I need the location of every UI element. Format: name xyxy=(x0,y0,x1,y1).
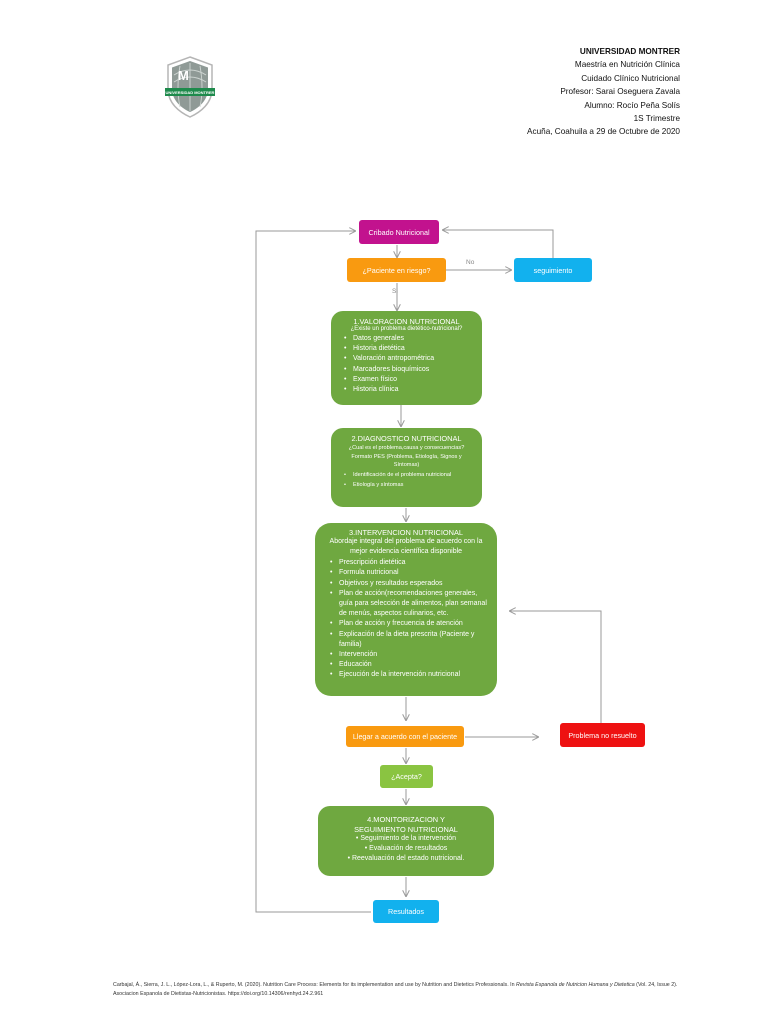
intervention-title: 3.INTERVENCION NUTRICIONAL xyxy=(348,528,464,537)
unresolved-node: Problema no resuelto xyxy=(560,723,645,747)
intervention-node: 3.INTERVENCION NUTRICIONAL Abordaje inte… xyxy=(315,523,497,696)
term: 1S Trimestre xyxy=(633,114,680,124)
monitoring-node: 4.MONITORIZACION Y SEGUIMIENTO NUTRICION… xyxy=(318,806,494,876)
student-name: Alumno: Rocío Peña Solís xyxy=(584,100,680,110)
accept-question-node: ¿Acepta? xyxy=(380,765,433,788)
edge-results-screening xyxy=(255,231,371,913)
agreement-node: Llegar a acuerdo con el paciente xyxy=(346,726,464,747)
intervention-item: Plan de acción y frecuencia de atención xyxy=(330,619,487,629)
diagnosis-subtitle-pes: Formato PES (Problema, Etiología, Signos… xyxy=(351,453,462,469)
edge-unresolved-intervention xyxy=(510,611,602,723)
monitoring-item: • Seguimiento de la intervención xyxy=(355,835,457,843)
monitoring-item: • Evaluación de resultados xyxy=(364,845,448,853)
intervention-item: Educación xyxy=(330,660,487,670)
assessment-item: Examen físico xyxy=(344,375,474,385)
monitoring-item: • Reevaluación del estado nutricional. xyxy=(347,855,465,863)
intervention-item: Formula nutricional xyxy=(330,568,487,578)
assessment-subtitle: ¿Existe un problema dietético-nutriciona… xyxy=(350,326,463,332)
screening-node: Cribado Nutricional xyxy=(359,220,439,244)
assessment-item: Marcadores bioquímicos xyxy=(344,365,474,375)
assessment-item: Valoración antropométrica xyxy=(344,354,474,364)
diagnosis-item: Identificación de el problema nutriciona… xyxy=(344,470,474,480)
intervention-subtitle: Abordaje integral del problema de acuerd… xyxy=(329,538,483,555)
university-name: UNIVERSIDAD MONTRER xyxy=(579,47,680,56)
document-header: UNIVERSIDAD MONTRER Maestría en Nutrició… xyxy=(527,45,680,139)
intervention-item: Prescripción dietética xyxy=(330,558,487,568)
assessment-item: Historia dietética xyxy=(344,344,474,354)
follow-up-node: seguimiento xyxy=(514,258,592,282)
assessment-node: 1.VALORACION NUTRICIONAL ¿Existe un prob… xyxy=(331,311,482,405)
intervention-item: Explicación de la dieta prescrita (Pacie… xyxy=(330,630,487,650)
program-name: Maestría en Nutrición Clínica xyxy=(574,60,680,70)
intervention-item: Ejecución de la intervención nutricional xyxy=(330,670,487,680)
yes-label: Si xyxy=(392,288,398,295)
edge-followup-screening xyxy=(443,230,554,258)
assessment-item: Historia clínica xyxy=(344,385,474,395)
intervention-item: Objetivos y resultados esperados xyxy=(330,579,487,589)
svg-text:UNIVERSIDAD MONTRER: UNIVERSIDAD MONTRER xyxy=(166,90,215,95)
monitoring-title: 4.MONITORIZACION Y SEGUIMIENTO NUTRICION… xyxy=(354,815,458,834)
intervention-item: Intervención xyxy=(330,650,487,660)
place-date: Acuña, Coahuila a 29 de Octubre de 2020 xyxy=(527,127,680,137)
results-node: Resultados xyxy=(373,900,439,923)
svg-text:M: M xyxy=(178,68,189,83)
diagnosis-title: 2.DIAGNOSTICO NUTRICIONAL xyxy=(351,434,462,443)
reference-citation: Carbajal, Á., Sierra, J. L., López-Lora,… xyxy=(113,982,678,997)
risk-question-node: ¿Paciente en riesgo? xyxy=(347,258,446,282)
no-label: No xyxy=(466,259,475,266)
intervention-item: Plan de acción(recomendaciones generales… xyxy=(330,589,487,620)
diagnosis-item: Etiología y síntomas xyxy=(344,480,474,490)
university-shield-logo: M UNIVERSIDAD MONTRER xyxy=(165,55,215,119)
professor-name: Profesor: Sarai Oseguera Zavala xyxy=(560,87,680,97)
assessment-item: Datos generales xyxy=(344,334,474,344)
assessment-title: 1.VALORACION NUTRICIONAL xyxy=(353,317,460,326)
diagnosis-subtitle: ¿Cual es el problema,causa y consecuenci… xyxy=(348,445,465,451)
diagnosis-node: 2.DIAGNOSTICO NUTRICIONAL ¿Cual es el pr… xyxy=(331,428,482,507)
course-name: Cuidado Clínico Nutricional xyxy=(581,73,680,83)
